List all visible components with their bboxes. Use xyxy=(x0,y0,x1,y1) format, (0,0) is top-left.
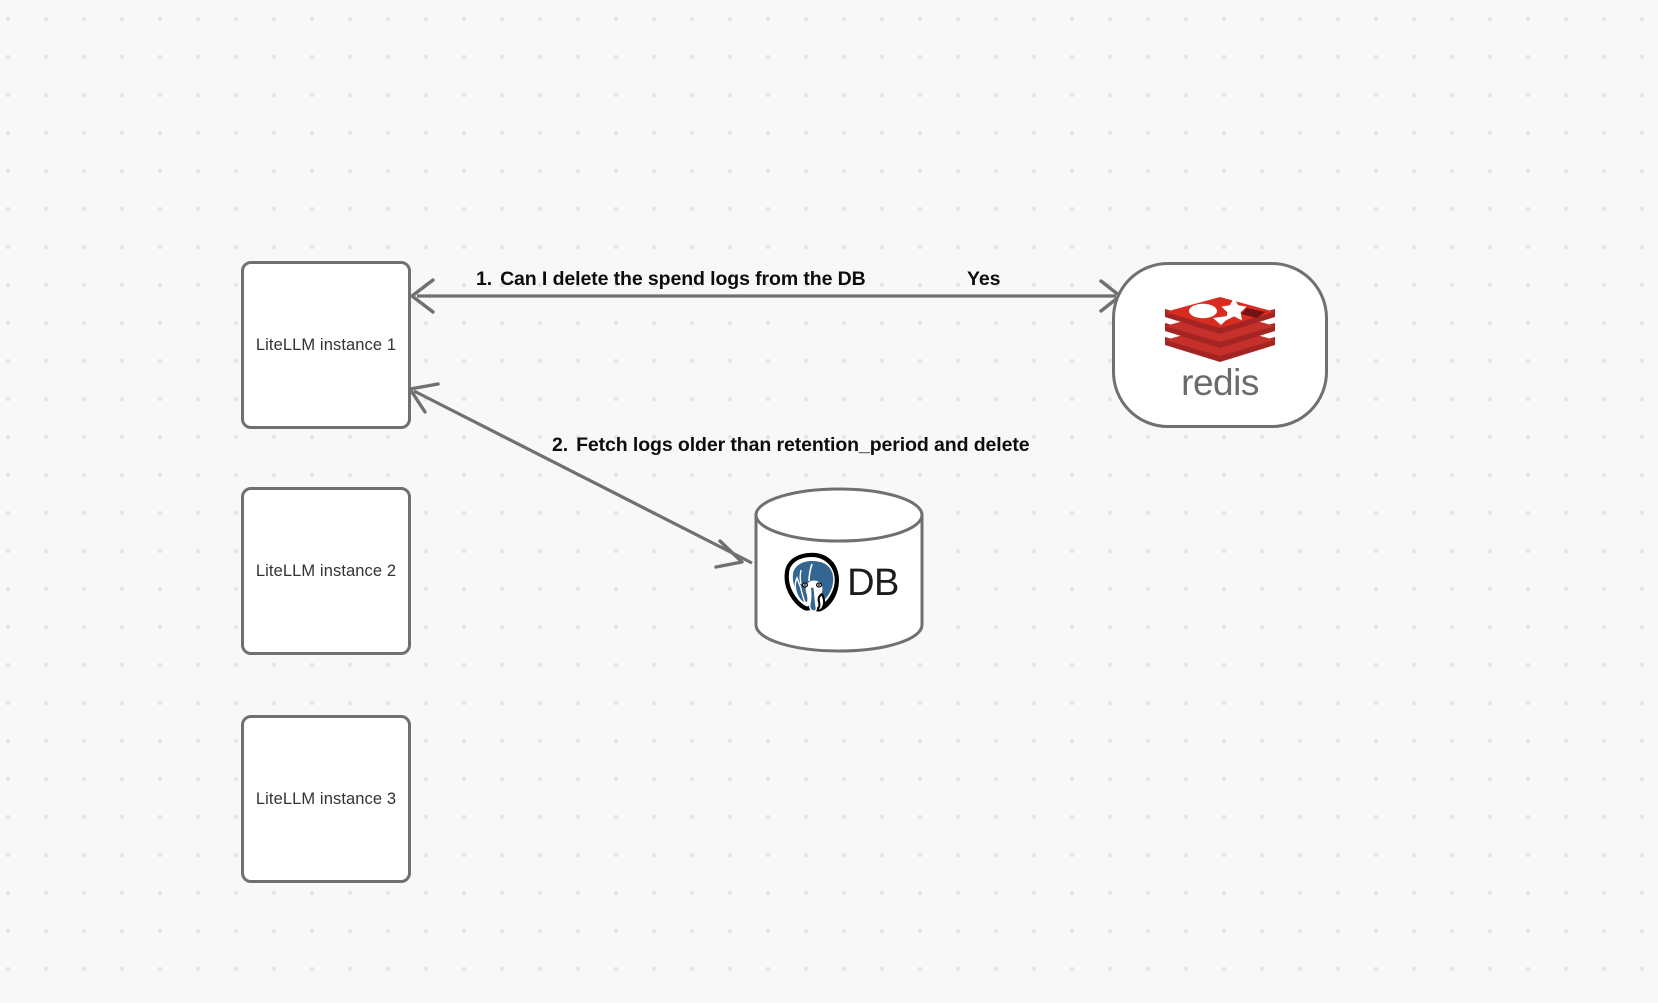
redis-cube-icon xyxy=(1165,297,1275,362)
node-litellm-instance-2[interactable]: LiteLLM instance 2 xyxy=(241,487,411,655)
database-label-group: DB xyxy=(753,487,925,653)
node-litellm-instance-3[interactable]: LiteLLM instance 3 xyxy=(241,715,411,883)
edge-label-step-1: 1. Can I delete the spend logs from the D… xyxy=(476,268,866,291)
node-litellm-instance-1-label: LiteLLM instance 1 xyxy=(255,335,397,354)
edge-label-step-2: 2. Fetch logs older than retention_period… xyxy=(552,434,1030,457)
edge-line-2 xyxy=(413,389,753,565)
node-redis[interactable]: redis xyxy=(1112,262,1328,428)
postgresql-elephant-icon xyxy=(784,552,840,612)
edge-litellm1-db xyxy=(408,382,753,569)
node-database[interactable]: DB xyxy=(753,487,925,653)
arrowhead-left-1 xyxy=(410,278,435,314)
database-label: DB xyxy=(847,562,899,604)
edge-label-1-text: Can I delete the spend logs from the DB xyxy=(500,268,866,290)
node-litellm-instance-1[interactable]: LiteLLM instance 1 xyxy=(241,261,411,429)
arrowhead-right-2 xyxy=(714,539,744,569)
edge-label-2-number: 2. xyxy=(552,434,569,456)
redis-logo: redis xyxy=(1159,288,1281,404)
node-litellm-instance-3-label: LiteLLM instance 3 xyxy=(255,789,397,808)
svg-text:redis: redis xyxy=(1181,364,1259,403)
edge-label-reply-yes: Yes xyxy=(967,268,1001,290)
node-litellm-instance-2-label: LiteLLM instance 2 xyxy=(255,561,397,580)
edge-label-2-text: Fetch logs older than retention_period a… xyxy=(576,434,1030,456)
edge-label-1-number: 1. xyxy=(476,268,493,290)
redis-wordmark: redis xyxy=(1181,364,1259,403)
arrowhead-left-2 xyxy=(408,382,440,414)
